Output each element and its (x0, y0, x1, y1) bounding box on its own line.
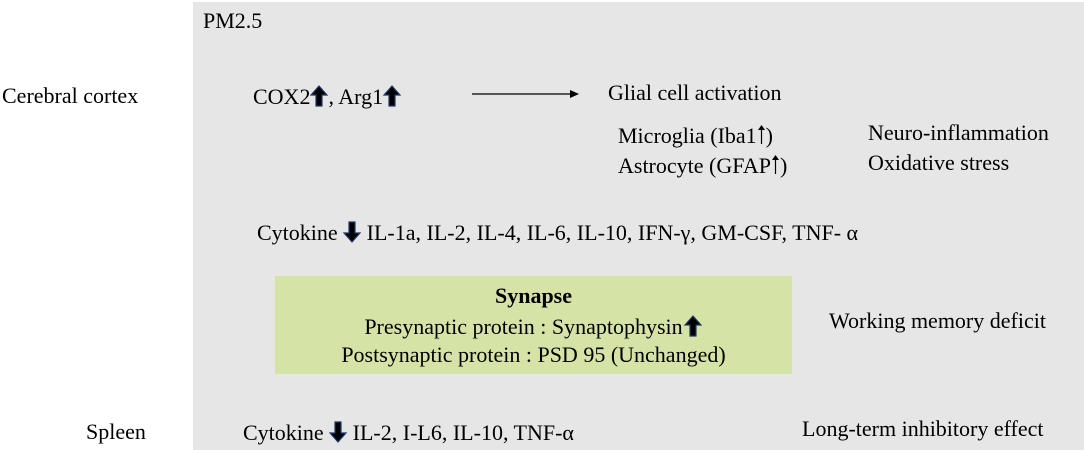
cytokine-list: IL-1a, IL-2, IL-4, IL-6, IL-10, IFN-γ, G… (366, 220, 859, 245)
thin-up-arrow-icon (771, 155, 779, 174)
neuroinflammation-text: Neuro-inflammation (868, 120, 1049, 145)
cortex-cytokine-line: Cytokine IL-1a, IL-2, IL-4, IL-6, IL-10,… (257, 221, 858, 244)
down-arrow-icon (329, 421, 348, 443)
right-arrow-icon (472, 90, 579, 98)
postsynaptic-line: Postsynaptic protein : PSD 95 (Unchanged… (341, 342, 726, 367)
cox2-arg1-group: COX2, Arg1 (253, 84, 402, 109)
presynaptic-text: Presynaptic protein : Synaptophysin (364, 314, 683, 339)
arg1-text: Arg1 (338, 84, 384, 109)
down-arrow-icon (343, 221, 362, 243)
synapse-title: Synapse (494, 283, 573, 308)
astrocyte-line: Astrocyte (GFAP) (618, 155, 787, 177)
close-paren: ) (779, 153, 788, 178)
pm25-label: PM2.5 (203, 8, 263, 33)
cox2-text: COX2 (253, 84, 311, 109)
oxidative-stress-text: Oxidative stress (868, 150, 1010, 175)
spleen-label: Spleen (86, 419, 146, 444)
presynaptic-line: Presynaptic protein : Synaptophysin (275, 315, 792, 338)
up-arrow-icon (310, 85, 329, 107)
glial-activation-title: Glial cell activation (608, 80, 782, 105)
up-arrow-icon (383, 85, 402, 107)
working-memory-text: Working memory deficit (829, 308, 1046, 333)
microglia-line: Microglia (Iba1) (618, 125, 773, 147)
separator-text: , (328, 84, 334, 109)
close-paren: ) (765, 123, 773, 148)
cerebral-cortex-label: Cerebral cortex (2, 83, 139, 108)
microglia-text: Microglia (Iba1 (618, 123, 757, 148)
synapse-box: Synapse Presynaptic protein : Synaptophy… (275, 276, 792, 374)
cytokine-list: IL-2, I-L6, IL-10, TNF-α (352, 420, 574, 445)
cytokine-label: Cytokine (243, 420, 324, 445)
thin-up-arrow-icon (757, 125, 765, 144)
background-panel (193, 2, 1084, 450)
spleen-cytokine-line: Cytokine IL-2, I-L6, IL-10, TNF-α (243, 421, 574, 444)
cytokine-label: Cytokine (257, 220, 338, 245)
astrocyte-text: Astrocyte (GFAP (618, 153, 771, 178)
up-arrow-icon (683, 315, 703, 337)
long-term-effect-text: Long-term inhibitory effect (802, 416, 1044, 441)
